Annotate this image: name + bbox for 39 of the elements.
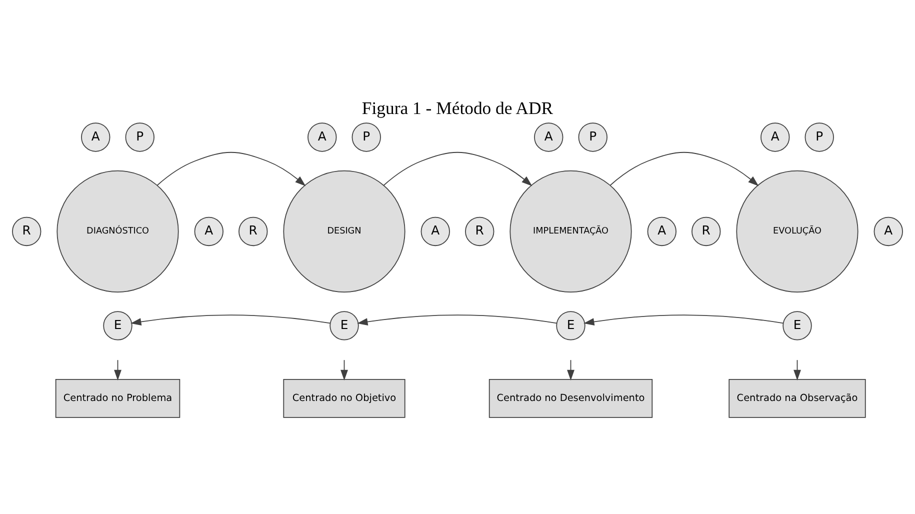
arrow [794, 360, 801, 381]
node-circle: E [103, 311, 132, 340]
node-circle: A [81, 122, 110, 152]
node-box: Centrado na Observação [728, 378, 866, 418]
arrow [114, 360, 122, 381]
arrow [383, 152, 532, 186]
node-circle: IMPLEMENTAÇÃO [510, 170, 632, 293]
arrow [156, 152, 306, 186]
node-circle: A [534, 122, 564, 152]
node-circle: A [647, 216, 676, 246]
node-circle: E [556, 311, 586, 340]
node-circle: EVOLUÇÃO [736, 170, 858, 293]
node-circle: DIAGNÓSTICO [56, 170, 179, 293]
node-circle: A [308, 122, 337, 152]
node-circle: E [330, 311, 359, 340]
node-circle: E [782, 311, 812, 340]
node-box: Centrado no Objetivo [283, 378, 406, 418]
arrow [130, 314, 331, 326]
node-circle: R [692, 216, 721, 246]
node-circle: A [760, 122, 790, 152]
node-circle: A [194, 216, 224, 246]
node-circle: A [874, 216, 903, 246]
arrow [584, 314, 784, 326]
node-circle: P [804, 122, 834, 152]
node-circle: P [352, 122, 381, 152]
diagram-title: Figura 1 - Método de ADR [362, 98, 554, 118]
node-box: Centrado no Problema [55, 378, 180, 418]
node-circle: R [238, 216, 268, 246]
node-box: Centrado no Desenvolvimento [488, 378, 653, 418]
arrow [567, 360, 574, 381]
arrow [340, 360, 348, 381]
node-circle: A [420, 216, 450, 246]
node-circle: P [125, 122, 154, 152]
arrow [357, 314, 558, 326]
node-circle: R [465, 216, 494, 246]
node-circle: P [578, 122, 608, 152]
node-circle: R [12, 216, 42, 246]
node-circle: DESIGN [283, 170, 406, 293]
arrow [610, 152, 759, 186]
